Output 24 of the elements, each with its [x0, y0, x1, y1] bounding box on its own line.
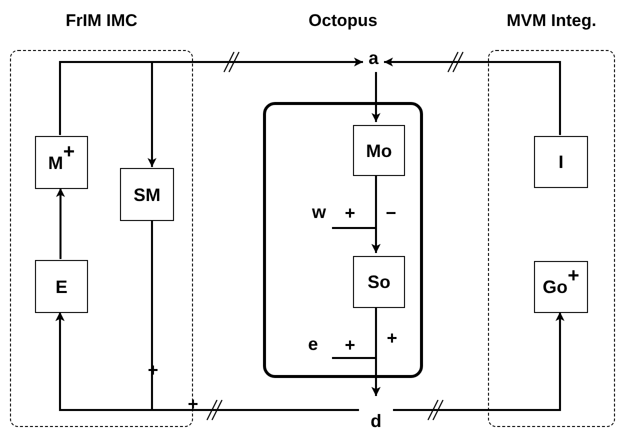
arrow [384, 58, 561, 135]
arrow [59, 61, 156, 167]
group-heading: FrIM IMC [66, 10, 138, 32]
arrow [56, 188, 65, 259]
block-box: So [353, 256, 405, 308]
signal-label: w [303, 203, 335, 235]
arrow [56, 312, 359, 411]
signal-label: e [291, 335, 335, 367]
arrow [332, 227, 380, 253]
signal-label: d [359, 396, 393, 432]
block-box: SM [120, 168, 174, 221]
sign-label: + [344, 204, 356, 222]
signal-label: a [363, 44, 384, 72]
block-box: E [35, 260, 88, 313]
sign-label: − [386, 204, 396, 222]
group-heading: Octopus [308, 10, 378, 32]
sign-label: + [386, 329, 398, 347]
block-box: Mo [353, 125, 405, 176]
group-heading: MVM Integ. [506, 10, 596, 32]
arrow [393, 312, 564, 411]
block-box: I [534, 136, 588, 188]
arrow [332, 357, 380, 396]
sign-label: + [344, 336, 356, 354]
arrow [372, 72, 380, 122]
